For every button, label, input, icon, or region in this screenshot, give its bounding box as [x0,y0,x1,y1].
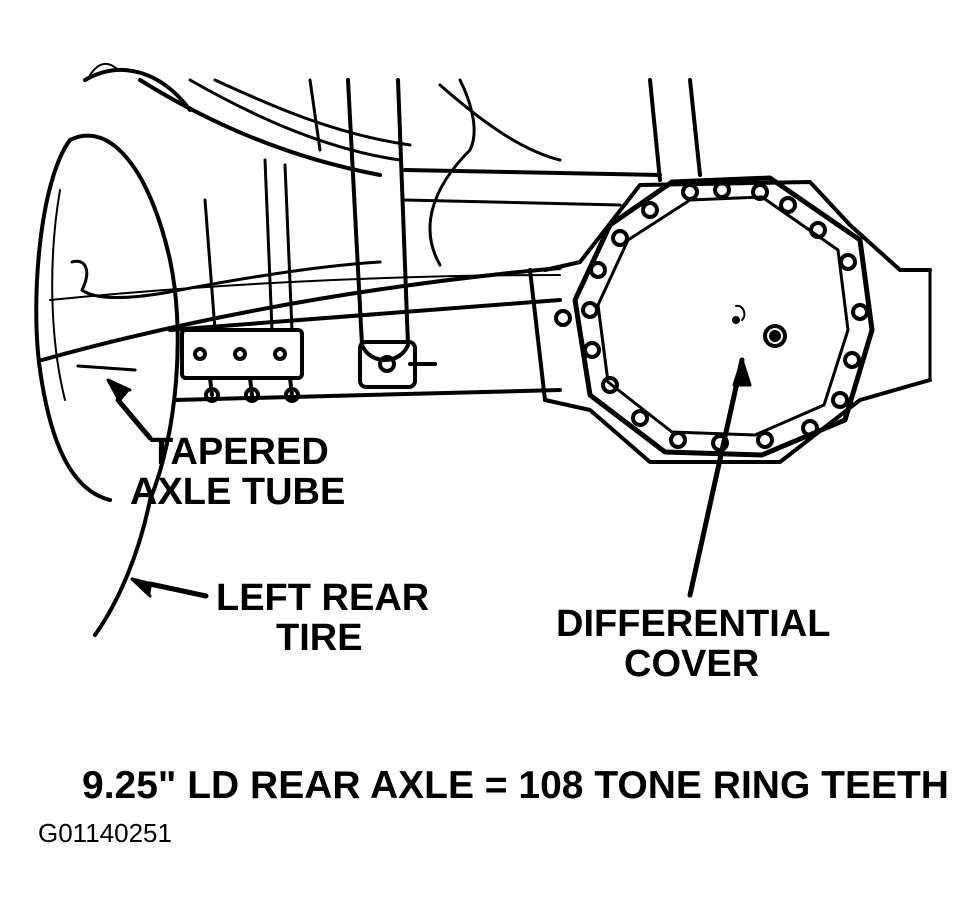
frame-rail [403,78,702,207]
differential-cover-label-line2: COVER [624,643,760,685]
brake-line [70,78,476,299]
tapered-axle-tube-label: TAPERED AXLE TUBE [130,431,345,512]
tapered-axle-tube-label-line1: TAPERED [150,431,329,473]
differential-cover-label-line1: DIFFERENTIAL [556,603,831,645]
axle-brackets [180,158,304,403]
left-rear-tire-label: LEFT REAR TIRE [216,578,429,658]
figure-caption: 9.25" LD REAR AXLE = 108 TONE RING TEETH [82,764,949,807]
differential-cover [572,175,875,458]
figure-id: G01140251 [38,818,172,848]
differential-housing [543,180,932,464]
left-rear-tire [34,62,192,637]
rear-axle-diagram [34,62,932,637]
differential-cover-label: DIFFERENTIAL COVER [556,604,830,684]
tapered-axle-tube-label-line2: AXLE TUBE [130,471,346,513]
left-rear-tire-label-line2: TIRE [276,617,363,659]
leaf-spring [138,78,562,177]
leader-arrows [76,357,752,599]
shock-absorber [346,78,437,389]
left-rear-tire-label-line1: LEFT REAR [216,577,430,619]
cover-bolts [554,181,869,452]
tapered-axle-tube [40,266,562,402]
